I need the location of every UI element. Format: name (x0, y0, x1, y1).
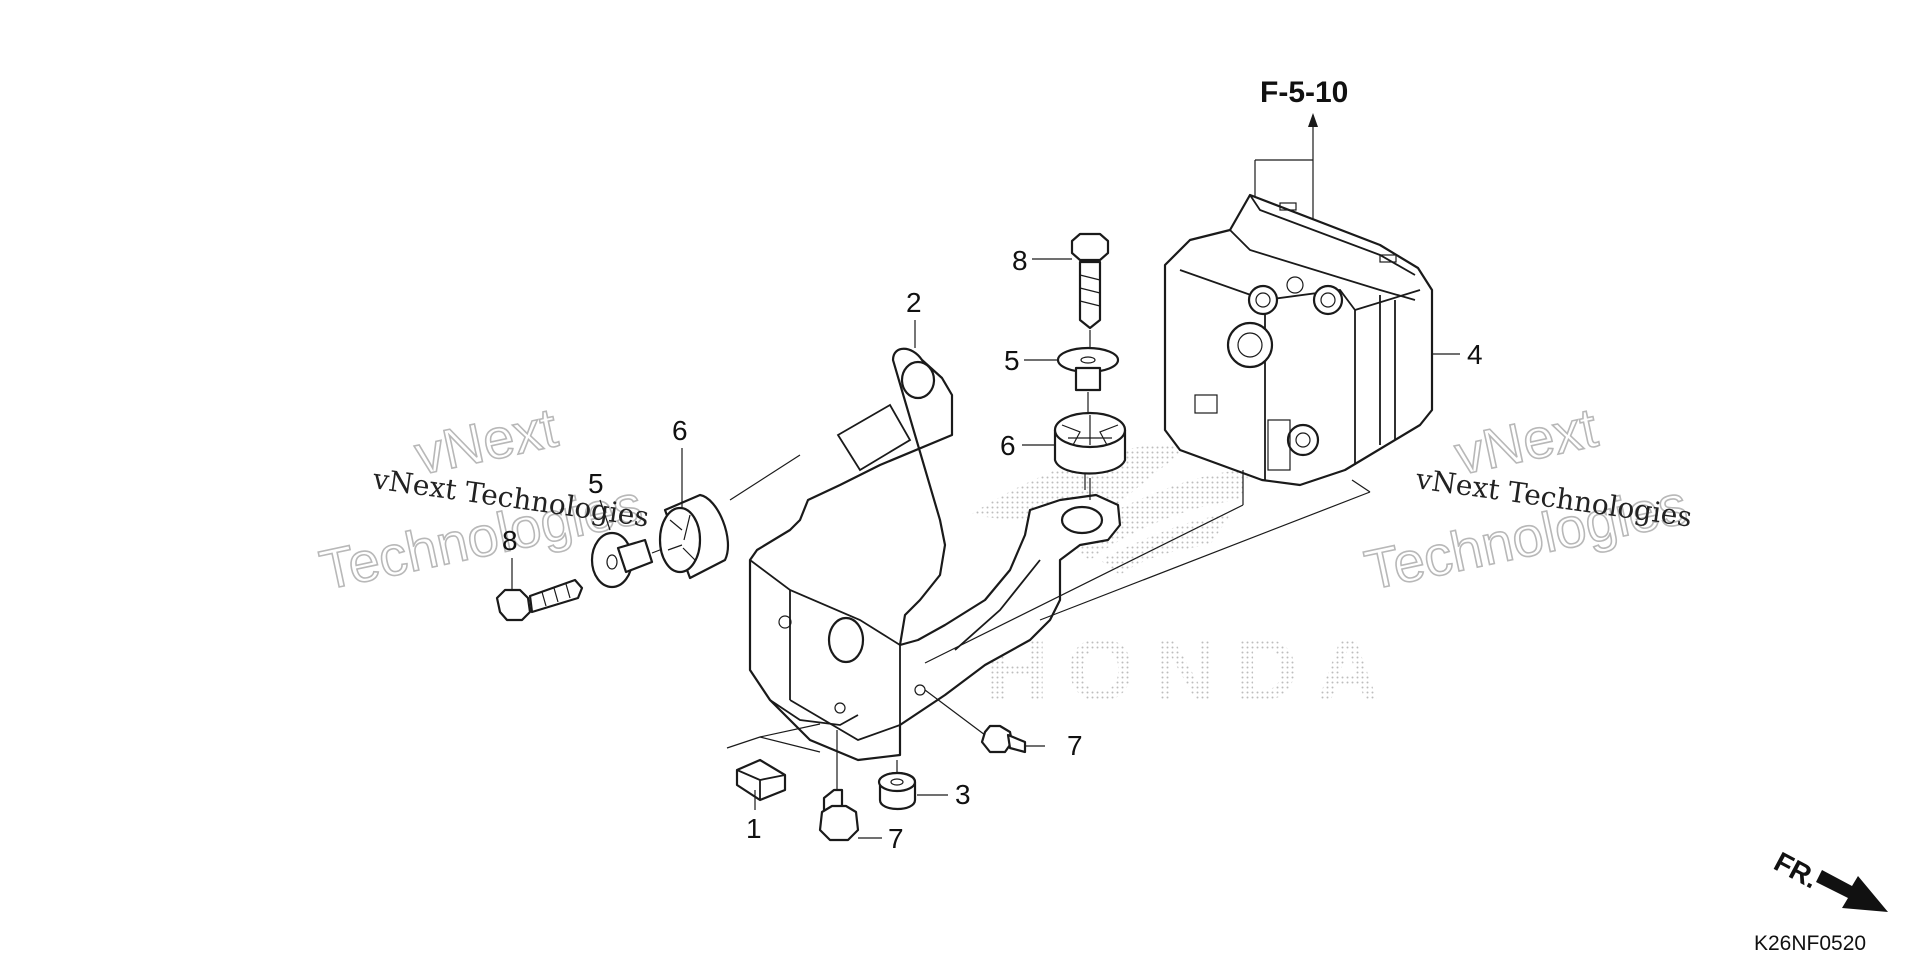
honda-logo-text: HONDA (985, 620, 1398, 719)
left-mounting-stack (495, 493, 730, 622)
callout-3: 3 (955, 779, 971, 810)
callout-7-bottom: 7 (888, 823, 904, 854)
abs-modulator-unit (1163, 193, 1434, 487)
arrow-right-down-icon (1816, 870, 1888, 912)
direction-label: FR. (1769, 846, 1823, 895)
flange-bolt-right (1070, 232, 1110, 330)
right-mounting-stack (1053, 232, 1127, 500)
callout-7-right: 7 (1067, 730, 1083, 761)
callout-2: 2 (906, 287, 922, 318)
flange-bolt-small-right (980, 724, 1045, 754)
callout-1: 1 (746, 813, 762, 844)
abs-mounting-bracket (748, 347, 1122, 762)
rubber-grommet-right (1053, 411, 1127, 475)
callouts: 1 2 3 4 5 5 6 6 7 7 8 8 (502, 245, 1483, 854)
collar-right (1056, 346, 1120, 392)
callout-8-left: 8 (502, 525, 518, 556)
collar-left (590, 531, 654, 589)
callout-6-right: 6 (1000, 430, 1016, 461)
flange-bolt-small-bottom (818, 788, 860, 842)
rubber-grommet-left (658, 493, 730, 580)
callout-8-right: 8 (1012, 245, 1028, 276)
callout-4: 4 (1467, 339, 1483, 370)
honda-logo-watermark: HONDA (970, 444, 1398, 719)
reference-label: F-5-10 (1260, 76, 1348, 109)
nut (877, 771, 917, 811)
callout-5-right: 5 (1004, 345, 1020, 376)
drawing-code: K26NF0520 (1754, 932, 1866, 955)
clip (726, 723, 821, 802)
front-direction-indicator: FR. (1769, 846, 1888, 912)
flange-bolt-left (495, 578, 584, 622)
callout-6-left: 6 (672, 415, 688, 446)
callout-5-left: 5 (588, 468, 604, 499)
